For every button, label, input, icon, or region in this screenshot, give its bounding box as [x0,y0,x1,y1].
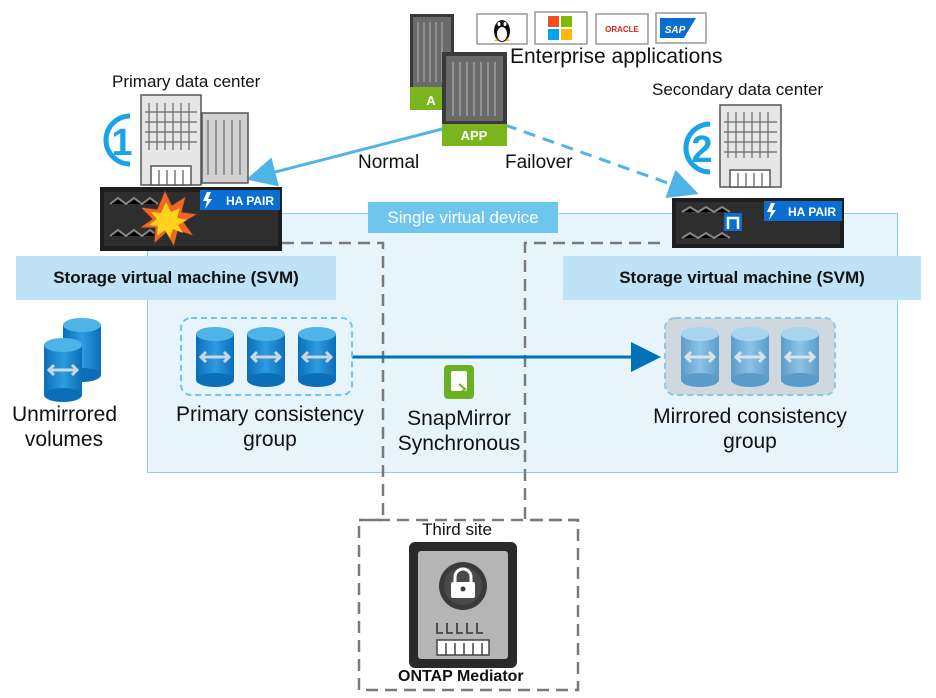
app-front-label: APP [461,128,488,143]
explosion-icon [137,188,200,249]
ha-pair-storage-icon-right: HA PAIR [672,198,844,248]
primary-data-center-label: Primary data center [112,72,261,91]
ontap-mediator-label: ONTAP Mediator [398,668,524,685]
ha-pair-right-label: HA PAIR [788,205,836,219]
oracle-text: ORACLE [605,25,639,34]
failover-label: Failover [505,152,573,173]
app-back-label: A [426,93,436,108]
snapmirror-icon [444,365,474,399]
sap-logo: SAP [655,12,707,44]
building-icon-primary [140,94,249,186]
svm-right-label: Storage virtual machine (SVM) [619,268,865,287]
mediator-server-icon [409,542,517,668]
failover-arrow [504,123,699,199]
ha-pair-left-label: HA PAIR [226,194,274,208]
ha-pair-storage-icon-left: HA PAIR [100,187,282,251]
building-icon-secondary [719,104,782,188]
database-cylinder-icon-primary-group [196,327,336,387]
normal-label: Normal [358,152,420,173]
single-virtual-device-label: Single virtual device [368,202,558,233]
site-number-2-badge: 2 [683,121,713,175]
svm-right-bar: Storage virtual machine (SVM) [563,256,921,300]
third-site-label: Third site [422,520,492,539]
linux-tux-icon [476,13,528,45]
snapmirror-synchronous-label: SnapMirror Synchronous [397,407,521,455]
svm-left-label: Storage virtual machine (SVM) [53,268,299,287]
number-1: 1 [111,122,132,164]
lock-icon [439,562,487,610]
microsoft-windows-icon [534,11,588,45]
primary-consistency-group-label: Primary consistency group [176,403,364,451]
database-cylinder-icon-unmirrored [44,318,101,402]
enterprise-applications-label: Enterprise applications [510,45,723,68]
mirrored-consistency-group-label: Mirrored consistency group [653,405,847,453]
secondary-data-center-label: Secondary data center [652,80,824,99]
unmirrored-volumes-label: Unmirrored volumes [12,403,118,451]
oracle-logo: ORACLE [595,13,649,45]
primary-cg-box [180,317,353,396]
third-site-box [357,518,580,692]
app-server-icon-front: APP [442,52,507,146]
svm-left-bar: Storage virtual machine (SVM) [16,256,336,300]
number-2: 2 [691,129,712,171]
normal-arrow [246,126,447,187]
site-number-1-badge: 1 [103,113,133,167]
sap-text: SAP [665,25,686,36]
database-cylinder-icon-mirrored-group [681,327,819,387]
